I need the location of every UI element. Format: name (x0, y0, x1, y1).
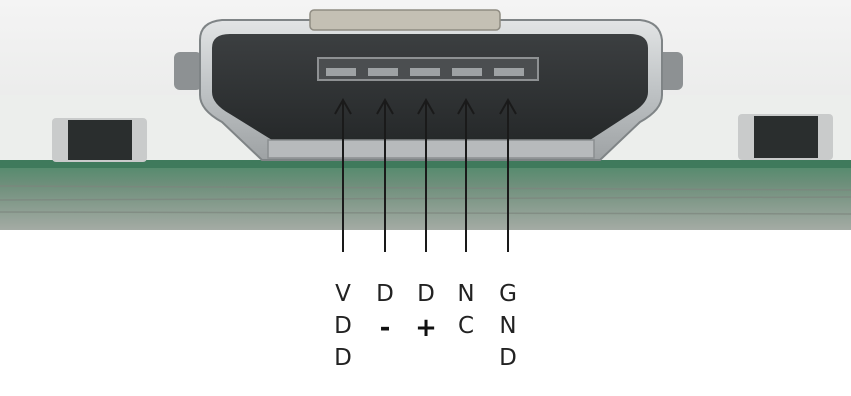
pin-label-char: G (499, 281, 517, 307)
connector-cavity (212, 34, 648, 140)
pin-label-char: V (335, 281, 351, 307)
pin-label-char: D (376, 281, 394, 307)
connector-tab-left (174, 52, 202, 90)
pin-label-char: D (334, 345, 352, 371)
pin-label-char: N (457, 281, 475, 307)
arrow-nc (457, 97, 475, 252)
pin-label-d-plus: D + (411, 283, 441, 347)
arrow-d-plus (417, 97, 435, 252)
connector-bottom-lip (267, 139, 595, 159)
pin-label-symbol: + (415, 313, 437, 343)
pin-label-char: D (499, 345, 517, 371)
smd-component-left (52, 118, 147, 162)
arrow-d-minus (376, 97, 394, 252)
pin-arrows (334, 97, 517, 252)
pin-label-d-minus: D - (370, 283, 400, 347)
connector-top-tab (309, 9, 501, 31)
pin-label-char: C (457, 313, 475, 339)
pin-label-char: D (417, 281, 435, 307)
pin-label-nc: N C (451, 283, 481, 347)
arrow-vdd (334, 97, 352, 252)
pin-label-char: D (334, 313, 352, 339)
arrow-gnd (499, 97, 517, 252)
pin-label-symbol: - (379, 313, 391, 343)
pin-label-vdd: V D D (328, 283, 358, 379)
pin-label-gnd: G N D (493, 283, 523, 379)
pin-tongue (317, 57, 539, 81)
smd-component-right (738, 114, 833, 160)
pin-label-char: N (499, 313, 517, 339)
